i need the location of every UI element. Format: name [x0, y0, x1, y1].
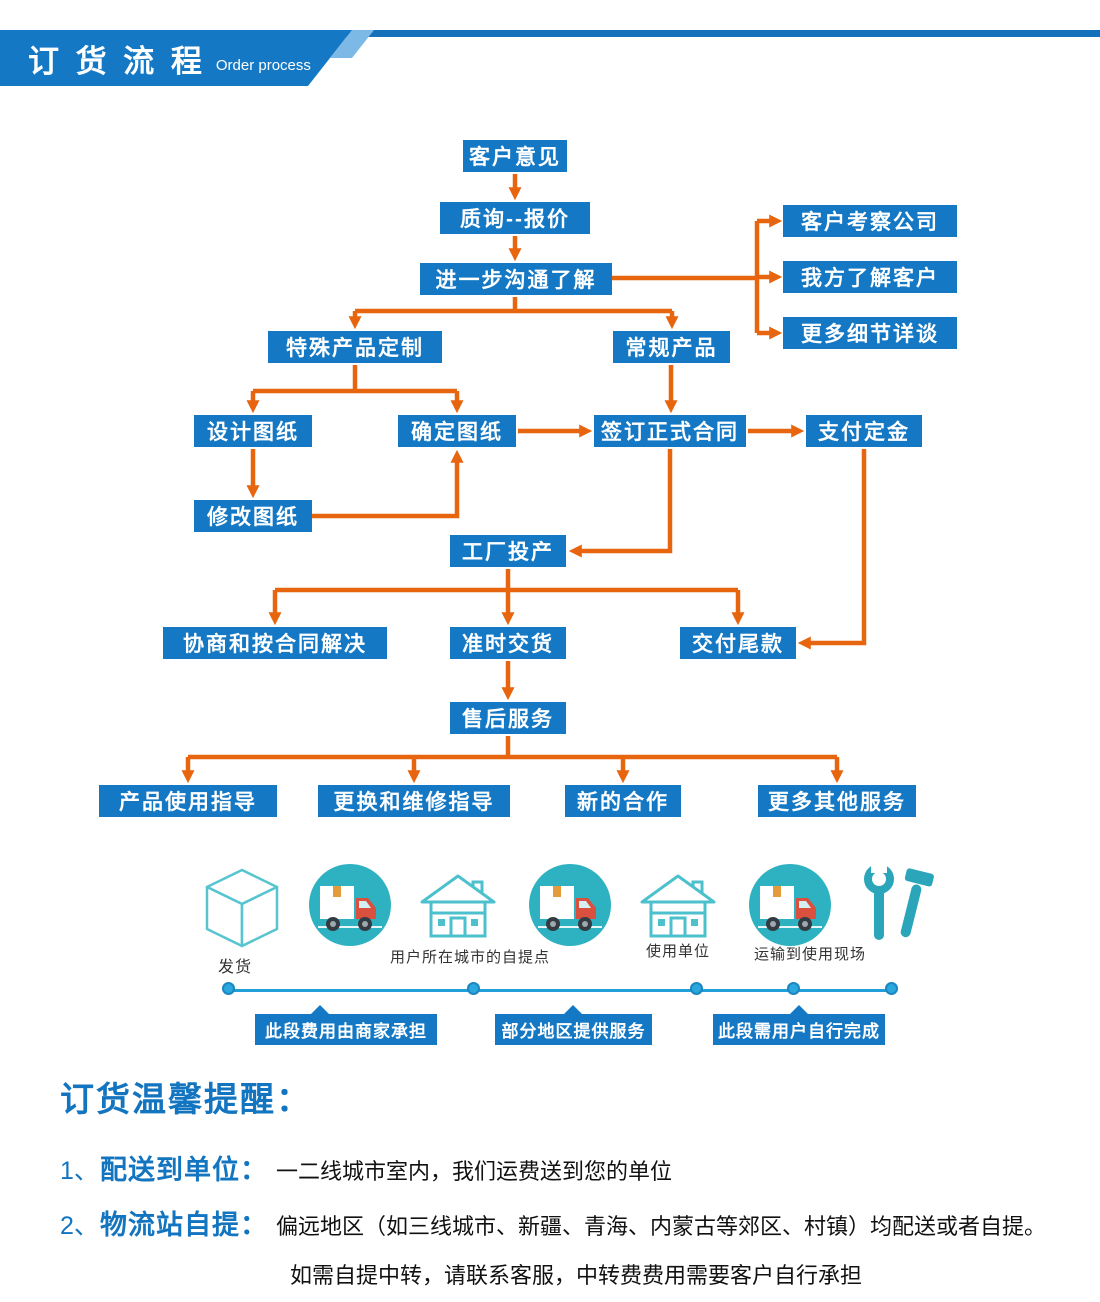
house-icon — [420, 874, 496, 938]
flow-box-replace-repair-guide: 更换和维修指导 — [318, 785, 510, 817]
page-subtitle: Order process — [215, 56, 311, 74]
flow-box-more-details-talk: 更多细节详谈 — [783, 317, 957, 349]
flow-box-pay-deposit: 支付定金 — [806, 415, 922, 447]
reminder-item-1: 1、 配送到单位： 一二线城市室内，我们运费送到您的单位 — [60, 1148, 672, 1187]
truck-icon — [749, 864, 831, 946]
flow-box-negotiate-resolve: 协商和按合同解决 — [163, 627, 387, 659]
flow-box-new-cooperation: 新的合作 — [565, 785, 681, 817]
tag-user-complete-label: 此段需用户自行完成 — [718, 1022, 880, 1041]
truck-icon — [529, 864, 611, 946]
reminder-item-2-continuation: 如需自提中转，请联系客服，中转费费用需要客户自行承担 — [290, 1263, 863, 1288]
timeline-dot — [467, 982, 480, 995]
transport-site-label: 运输到使用现场 — [753, 946, 867, 963]
tag-notch — [564, 1005, 582, 1014]
timeline-dot — [787, 982, 800, 995]
tag-merchant-cost: 此段费用由商家承担 — [255, 1005, 437, 1045]
reminder-item-1-text: 一二线城市室内，我们运费送到您的单位 — [276, 1159, 673, 1184]
tag-user-complete: 此段需用户自行完成 — [713, 1005, 885, 1045]
flow-box-factory-production: 工厂投产 — [450, 535, 566, 567]
tools-icon — [864, 862, 934, 940]
tag-partial-service-label: 部分地区提供服务 — [501, 1022, 646, 1041]
timeline-dot — [690, 982, 703, 995]
user-unit-label: 使用单位 — [645, 943, 711, 960]
reminder-item-1-label: 配送到单位： — [100, 1155, 268, 1185]
flow-box-modify-drawing: 修改图纸 — [194, 500, 312, 532]
reminder-title: 订货温馨提醒： — [60, 1081, 312, 1119]
flow-box-aftersales-service: 售后服务 — [450, 702, 566, 734]
header-title-group: 订 货 流 程 Order process — [28, 30, 311, 86]
page-title: 订 货 流 程 — [28, 43, 206, 79]
tag-partial-service: 部分地区提供服务 — [495, 1005, 652, 1045]
reminder-item-2-number: 2、 — [60, 1212, 99, 1240]
tag-notch — [790, 1005, 808, 1014]
header-banner — [0, 30, 1100, 86]
shipping-box-icon — [205, 868, 279, 948]
flow-box-design-drawing: 设计图纸 — [194, 415, 312, 447]
flow-box-ontime-delivery: 准时交货 — [450, 627, 566, 659]
timeline-dot — [885, 982, 898, 995]
flow-box-pay-balance: 交付尾款 — [680, 627, 796, 659]
house-icon — [640, 874, 716, 938]
reminder-item-2-text: 偏远地区（如三线城市、新疆、青海、内蒙古等郊区、村镇）均配送或者自提。 — [276, 1214, 1047, 1239]
city-pickup-label: 用户所在城市的自提点 — [389, 949, 551, 966]
flow-box-special-product-custom: 特殊产品定制 — [268, 331, 442, 363]
flow-box-more-other-services: 更多其他服务 — [758, 785, 916, 817]
truck-icon — [309, 864, 391, 946]
reminder-item-2-label: 物流站自提： — [100, 1210, 268, 1240]
flow-box-regular-product: 常规产品 — [613, 331, 730, 363]
flow-box-we-know-customer: 我方了解客户 — [783, 261, 957, 293]
tag-notch — [311, 1005, 329, 1014]
timeline-line — [230, 989, 893, 992]
flow-box-customer-inspect-company: 客户考察公司 — [783, 205, 957, 237]
flow-box-product-usage-guide: 产品使用指导 — [99, 785, 277, 817]
tag-merchant-cost-label: 此段费用由商家承担 — [265, 1022, 427, 1041]
flow-box-customer-opinion: 客户意见 — [463, 140, 567, 172]
flow-box-confirm-drawing: 确定图纸 — [398, 415, 516, 447]
flow-box-inquiry-quote: 质询--报价 — [440, 202, 590, 234]
timeline-dot — [222, 982, 235, 995]
shipping-label: 发货 — [217, 959, 253, 976]
flow-box-sign-contract: 签订正式合同 — [594, 415, 746, 447]
reminder-item-1-number: 1、 — [60, 1157, 99, 1185]
reminder-item-2: 2、 物流站自提： 偏远地区（如三线城市、新疆、青海、内蒙古等郊区、村镇）均配送… — [60, 1203, 1046, 1242]
flow-box-further-communication: 进一步沟通了解 — [420, 263, 612, 295]
